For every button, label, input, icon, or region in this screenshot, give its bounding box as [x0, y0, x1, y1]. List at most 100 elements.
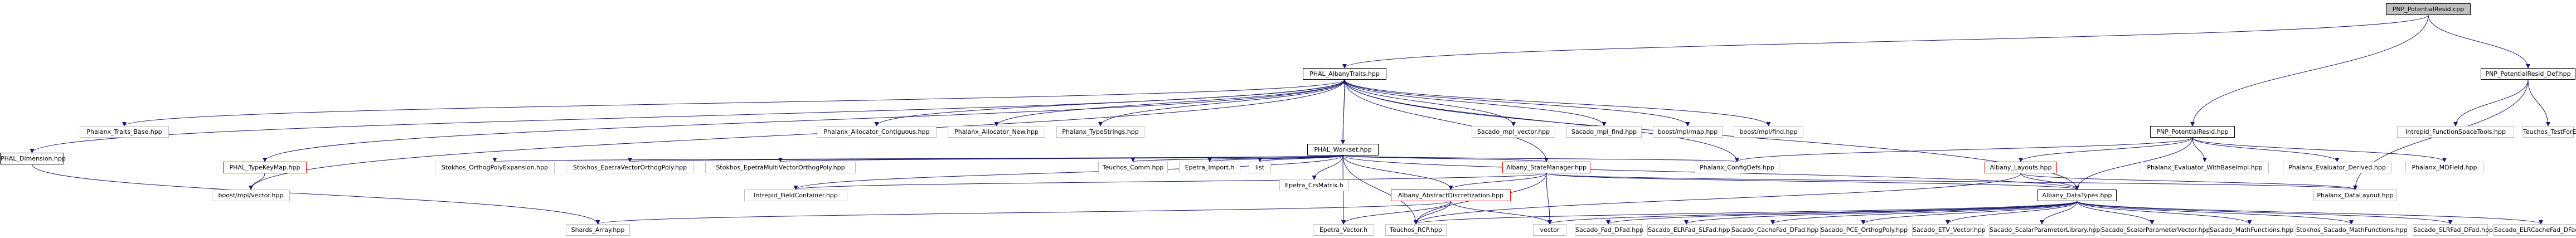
- node-phal-workset[interactable]: PHAL_Workset.hpp: [1307, 144, 1379, 156]
- edge-albany-datatypes-to-sacado-pce-orthogpoly: [1861, 201, 2078, 225]
- edge-pnp-potentialresid-hpp-to-phalanx-evaluator-withbaseimpl: [2192, 137, 2207, 162]
- node-stokhos-epetramultivectororthogpoly[interactable]: Stokhos_EpetraMultiVectorOrthogPoly.hpp: [705, 162, 856, 173]
- edge-phal-albanytraits-to-boost-mpl-find: [1344, 79, 1771, 127]
- node-sacado-mpl-find[interactable]: Sacado_mpl_find.hpp: [1566, 126, 1642, 138]
- edge-albany-abstractdiscretization-to-epetra-vector: [1341, 201, 1451, 225]
- edge-phal-workset-to-albany-abstractdiscretization: [1342, 155, 1453, 190]
- edge-albany-abstractdiscretization-to-vector: [1450, 201, 1552, 225]
- node-phalanx-evaluator-withbaseimpl[interactable]: Phalanx_Evaluator_WithBaseImpl.hpp: [2141, 162, 2269, 173]
- node-sacado-fad-dfad[interactable]: Sacado_Fad_DFad.hpp: [1575, 224, 1643, 236]
- edge-albany-datatypes-to-stokhos-sacado-mathfunctions: [2077, 201, 2354, 225]
- node-sacado-cachefad-dfad[interactable]: Sacado_CacheFad_DFad.hpp: [1731, 224, 1818, 236]
- node-phalanx-allocator-new[interactable]: Phalanx_Allocator_New.hpp: [948, 126, 1045, 138]
- node-phalanx-mdfield[interactable]: Phalanx_MDField.hpp: [2405, 162, 2483, 173]
- edge-phal-workset-to-stokhos-epetramultivectororthogpoly: [779, 155, 1343, 162]
- edge-albany-datatypes-to-teuchos-rcp: [1414, 201, 2078, 225]
- node-sacado-mathfunctions[interactable]: Sacado_MathFunctions.hpp: [2209, 224, 2293, 236]
- node-sacado-scalarparameterlibrary[interactable]: Sacado_ScalarParameterLibrary.hpp: [1989, 224, 2100, 236]
- node-teuchos-comm[interactable]: Teuchos_Comm.hpp: [1098, 162, 1168, 173]
- edge-albany-datatypes-to-sacado-cachefad-dfad: [1770, 201, 2078, 225]
- node-sacado-scalarparametervector[interactable]: Sacado_ScalarParameterVector.hpp: [2100, 224, 2210, 236]
- edge-phal-albanytraits-to-phal-typekeymap: [263, 79, 1345, 162]
- node-phalanx-allocator-contiguous[interactable]: Phalanx_Allocator_Contiguous.hpp: [817, 126, 937, 138]
- edge-albany-statemanager-to-albany-abstractdiscretization: [1448, 173, 1547, 190]
- node-boost-mpl-find[interactable]: boost/mpl/find.hpp: [1734, 126, 1803, 138]
- node-sacado-etv-vector[interactable]: Sacado_ETV_Vector.hpp: [1912, 224, 1986, 236]
- node-sacado-elrfad-slfad[interactable]: Sacado_ELRFad_SLFad.hpp: [1647, 224, 1730, 236]
- edge-phal-workset-to-phal-albanytraits: [1342, 79, 1347, 144]
- edge-albany-datatypes-to-sacado-etv-vector: [1946, 201, 2078, 225]
- edge-pnp-potentialresid-cpp-to-pnp-potentialresid-hpp: [2190, 14, 2429, 127]
- node-pnp-potentialresid-cpp[interactable]: PNP_PotentialResid.cpp: [2386, 3, 2471, 15]
- node-albany-statemanager[interactable]: Albany_StateManager.hpp: [1502, 162, 1590, 173]
- node-teuchos-rcp[interactable]: Teuchos_RCP.hpp: [1385, 224, 1447, 236]
- edge-phal-workset-to-albany-statemanager: [1342, 155, 1549, 162]
- edge-pnp-potentialresid-hpp-to-phalanx-evaluator-derived: [2192, 137, 2340, 162]
- node-phal-typekeymap[interactable]: PHAL_TypeKeyMap.hpp: [223, 162, 307, 173]
- node-stokhos-orthopolyexpansion[interactable]: Stokhos_OrthogPolyExpansion.hpp: [435, 162, 555, 173]
- node-list[interactable]: list: [1249, 162, 1271, 173]
- node-epetra-crsmatrix[interactable]: Epetra_CrsMatrix.h: [1279, 179, 1349, 191]
- node-phalanx-evaluator-derived[interactable]: Phalanx_Evaluator_Derived.hpp: [2283, 162, 2391, 173]
- edge-phal-workset-to-phalanx-configdefs: [1342, 155, 1739, 162]
- node-pnp-potentialresid-def[interactable]: PNP_PotentialResid_Def.hpp: [2481, 68, 2575, 80]
- edge-albany-abstractdiscretization-to-shards-array: [596, 201, 1451, 225]
- node-stokhos-sacado-mathfunctions[interactable]: Stokhos_Sacado_MathFunctions.hpp: [2296, 224, 2408, 236]
- node-albany-datatypes[interactable]: Albany_DataTypes.hpp: [2037, 190, 2117, 201]
- edge-pnp-potentialresid-def-to-teuchos-testforexception: [2528, 79, 2550, 127]
- edge-pnp-potentialresid-cpp-to-phal-albanytraits: [1342, 14, 2429, 69]
- edge-pnp-potentialresid-cpp-to-pnp-potentialresid-def: [2428, 14, 2530, 69]
- node-vector[interactable]: vector: [1533, 224, 1566, 236]
- edge-phal-albanytraits-to-sacado-mpl-find: [1344, 79, 1607, 127]
- edge-phal-albanytraits-to-phalanx-configdefs: [1344, 79, 1739, 162]
- node-phal-albanytraits[interactable]: PHAL_AlbanyTraits.hpp: [1303, 68, 1386, 80]
- edge-phal-albanytraits-to-albany-statemanager: [1344, 79, 1549, 162]
- edge-phal-workset-to-intrepid-fieldcontainer: [793, 155, 1343, 190]
- node-boost-mpl-vector[interactable]: boost/mpl/vector.hpp: [212, 190, 290, 201]
- edge-phal-workset-to-teuchos-rcp: [1342, 155, 1418, 225]
- node-albany-layouts[interactable]: Albany_Layouts.hpp: [1985, 162, 2057, 173]
- node-sacado-mpl-vector[interactable]: Sacado_mpl_vector.hpp: [1472, 126, 1555, 138]
- edge-albany-datatypes-to-sacado-elrcachefad-dfad: [2077, 201, 2543, 225]
- node-sacado-slrfad-dfad[interactable]: Sacado_SLRFad_DFad.hpp: [2413, 224, 2493, 236]
- node-phalanx-configdefs[interactable]: Phalanx_ConfigDefs.hpp: [1695, 162, 1779, 173]
- edge-albany-statemanager-to-phalanx-datalayout: [1546, 173, 2357, 190]
- node-shards-array[interactable]: Shards_Array.hpp: [566, 224, 630, 236]
- edge-albany-statemanager-to-albany-datatypes: [1546, 173, 2079, 190]
- node-intrepid-functionspacetools[interactable]: Intrepid_FunctionSpaceTools.hpp: [2397, 126, 2514, 138]
- edge-albany-statemanager-to-vector: [1546, 173, 1552, 225]
- edge-phal-albanytraits-to-phalanx-typestrings: [1098, 79, 1345, 127]
- edge-phal-albanytraits-to-phalanx-allocator-new: [994, 79, 1345, 127]
- edge-phal-albanytraits-to-sacado-mpl-vector: [1344, 79, 1516, 127]
- node-phalanx-traits-base[interactable]: Phalanx_Traits_Base.hpp: [80, 126, 169, 138]
- edge-phal-dimension-to-shards-array: [32, 164, 600, 225]
- node-intrepid-fieldcontainer[interactable]: Intrepid_FieldContainer.hpp: [744, 190, 847, 201]
- node-stokhos-epetravectororthogpoly[interactable]: Stokhos_EpetraVectorOrthogPoly.hpp: [566, 162, 694, 173]
- node-sacado-pce-orthogpoly[interactable]: Sacado_PCE_OrthogPoly.hpp: [1820, 224, 1908, 236]
- edge-phal-typekeymap-to-boost-mpl-vector: [249, 173, 265, 190]
- node-boost-mpl-map[interactable]: boost/mpl/map.hpp: [1653, 126, 1723, 138]
- edge-albany-datatypes-to-sacado-scalarparameterlibrary: [2040, 201, 2078, 225]
- node-epetra-import[interactable]: Epetra_Import.h: [1179, 162, 1240, 173]
- node-teuchos-testforexception[interactable]: Teuchos_TestForException.hpp: [2522, 126, 2576, 138]
- node-pnp-potentialresid-hpp[interactable]: PNP_PotentialResid.hpp: [2150, 126, 2235, 138]
- node-sacado-elrcachefad-dfad[interactable]: Sacado_ELRCacheFad_DFad.hpp: [2493, 224, 2576, 236]
- edge-albany-statemanager-to-intrepid-fieldcontainer: [794, 173, 1547, 190]
- node-phalanx-datalayout[interactable]: Phalanx_DataLayout.hpp: [2313, 190, 2397, 201]
- edge-pnp-potentialresid-hpp-to-phalanx-mdfield: [2192, 137, 2447, 162]
- node-phal-dimension[interactable]: PHAL_Dimension.hpp: [0, 153, 66, 164]
- node-albany-abstractdiscretization[interactable]: Albany_AbstractDiscretization.hpp: [1391, 190, 1511, 201]
- edge-albany-layouts-to-phalanx-datalayout: [2020, 173, 2357, 190]
- node-phalanx-typestrings[interactable]: Phalanx_TypeStrings.hpp: [1056, 126, 1144, 138]
- edge-albany-datatypes-to-vector: [1547, 201, 2078, 225]
- node-epetra-vector[interactable]: Epetra_Vector.h: [1313, 224, 1374, 236]
- edge-phal-workset-to-epetra-crsmatrix: [1312, 155, 1343, 180]
- edge-albany-datatypes-to-sacado-slrfad-dfad: [2077, 201, 2453, 225]
- edge-albany-datatypes-to-sacado-scalarparametervector: [2077, 201, 2155, 225]
- edge-albany-datatypes-to-sacado-fad-dfad: [1606, 201, 2078, 225]
- edge-phal-albanytraits-to-phalanx-traits-base: [122, 79, 1345, 127]
- edge-phal-albanytraits-to-boost-mpl-map: [1344, 79, 1690, 127]
- edge-albany-datatypes-to-sacado-elrfad-slfad: [1684, 201, 2078, 225]
